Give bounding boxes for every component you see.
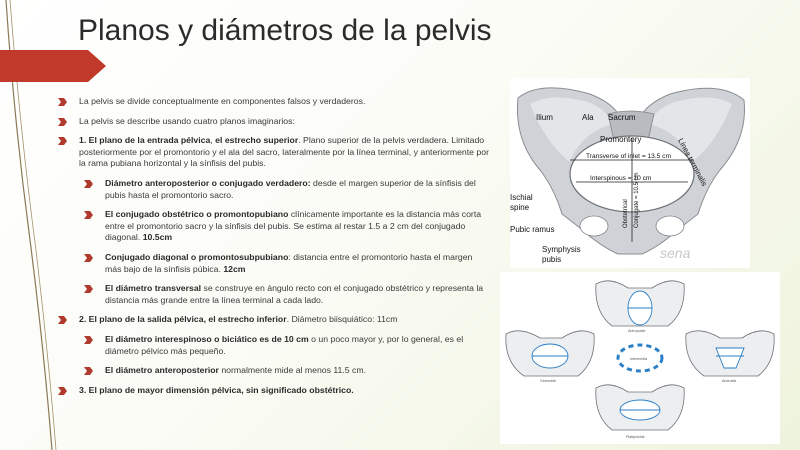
arrow-bullet-icon <box>84 253 93 262</box>
label-type-top: Antropoide <box>628 329 645 333</box>
bullet-bold: 3. El plano de mayor dimensión pélvica, … <box>79 384 354 395</box>
bullet-text: . Plano superior de la pelvis verdadera.… <box>79 135 489 169</box>
arrow-bullet-icon <box>84 335 93 344</box>
arrow-bullet-icon <box>58 98 67 106</box>
bullet-text: La pelvis se divide conceptualmente en c… <box>79 96 366 106</box>
label-ilium: Ilium <box>536 113 553 122</box>
watermark-text: sena <box>660 245 691 261</box>
red-arrow-decoration <box>0 50 106 82</box>
bullet-sep: , <box>210 135 216 146</box>
label-type-bottom: Platipeloide <box>626 435 645 439</box>
label-pubis: pubis <box>542 255 561 264</box>
bullet-text: se construye en ángulo recto con el conj… <box>105 283 484 305</box>
arrow-bullet-icon <box>84 367 93 376</box>
bullet-bold: El diámetro transversal <box>105 283 202 294</box>
label-symphysis: Symphysis <box>542 245 581 254</box>
bullet-item: La pelvis se describe usando cuatro plan… <box>58 116 490 128</box>
arrow-bullet-icon <box>84 211 93 220</box>
label-promontory: Promontory <box>600 135 641 144</box>
bullet-bold: el estrecho superior <box>215 135 299 146</box>
sub-bullet-item: Diámetro anteroposterior o conjugado ver… <box>84 178 490 201</box>
bullet-bold: Diámetro anteroposterior o conjugado ver… <box>105 177 311 188</box>
bullet-text: La pelvis se describe usando cuatro plan… <box>79 115 295 126</box>
bullet-bold: Conjugado diagonal o promontosubpubiano <box>105 251 289 262</box>
label-transverse: Transverse of inlet = 13.5 cm <box>586 153 671 160</box>
pelvis-illustration: Ilium Ala Sacrum Promontory Transverse o… <box>510 87 745 264</box>
bullet-bold: El diámetro interespinoso o biciático es… <box>105 333 309 344</box>
bullet-text: normalmente mide al menos 11.5 cm. <box>218 365 367 376</box>
bullet-text: o un poco mayor y, por lo general, es el… <box>105 333 464 356</box>
arrow-bullet-icon <box>84 179 93 188</box>
label-interspinous: Interspinous = 10 cm <box>590 175 652 182</box>
pelvis-anatomy-image: Ilium Ala Sacrum Promontory Transverse o… <box>510 78 750 268</box>
label-conjugate: Conjugate = 10.5 cm <box>634 172 640 228</box>
bullet-item: 1. El plano de la entrada pélvica, el es… <box>58 135 490 170</box>
pelvis-type-top: Antropoide <box>595 280 685 333</box>
pelvis-types-illustration: Antropoide Ginecoide Androide Platipeloi… <box>505 280 775 439</box>
sub-bullet-item: Conjugado diagonal o promontosubpubiano:… <box>84 252 490 275</box>
label-type-center: Intermedia <box>630 357 647 361</box>
sub-bullet-item: El diámetro interespinoso o biciático es… <box>84 334 490 357</box>
pelvis-type-right: Androide <box>685 330 775 383</box>
label-spine: spine <box>510 203 530 212</box>
bullet-item: La pelvis se divide conceptualmente en c… <box>58 96 490 108</box>
bullet-bold: El conjugado obstétrico o promontopubian… <box>105 209 289 220</box>
pelvis-type-left: Ginecoide <box>505 330 595 383</box>
label-type-left: Ginecoide <box>540 379 556 383</box>
label-ala: Ala <box>582 113 594 122</box>
bullet-list: La pelvis se divide conceptualmente en c… <box>58 96 490 404</box>
pelvis-types-image: Antropoide Ginecoide Androide Platipeloi… <box>500 272 780 444</box>
bullet-bold: 10.5cm <box>142 232 173 243</box>
page-title: Planos y diámetros de la pelvis <box>78 14 492 47</box>
arrow-bullet-icon <box>58 137 67 146</box>
bullet-text: : distancia entre el promontorio hasta e… <box>105 251 473 274</box>
bullet-text: desde el margen superior de la sínfisis … <box>105 177 476 200</box>
arrow-bullet-icon <box>58 117 67 126</box>
arrow-bullet-icon <box>58 386 67 395</box>
sub-bullet-item: El diámetro anteroposterior normalmente … <box>84 365 490 377</box>
label-type-right: Androide <box>722 379 736 383</box>
bullet-text: . Diámetro biisquiático: 11cm <box>286 314 398 325</box>
sub-bullet-item: El conjugado obstétrico o promontopubian… <box>84 209 490 244</box>
bullet-bold: El diámetro anteroposterior <box>105 365 219 376</box>
pelvis-type-center: Intermedia <box>616 343 664 373</box>
bullet-bold: 12cm <box>223 263 246 274</box>
pelvis-type-bottom: Platipeloide <box>595 384 685 439</box>
sub-bullet-item: El diámetro transversal se construye en … <box>84 283 490 306</box>
bullet-bold: 2. El plano de la salida pélvica, el est… <box>79 314 287 325</box>
label-ischial: Ischial <box>510 193 533 202</box>
label-pubic-ramus: Pubic ramus <box>510 225 554 234</box>
label-sacrum: Sacrum <box>608 113 636 122</box>
arrow-bullet-icon <box>58 316 67 325</box>
arrow-bullet-icon <box>84 285 93 294</box>
bullet-text: clínicamente importante es la distancia … <box>105 209 482 243</box>
bullet-item: 2. El plano de la salida pélvica, el est… <box>58 314 490 326</box>
bullet-bold: 1. El plano de la entrada pélvica <box>79 135 211 146</box>
label-obstetrical: Obstetrical <box>623 199 629 228</box>
bullet-item: 3. El plano de mayor dimensión pélvica, … <box>58 385 490 397</box>
